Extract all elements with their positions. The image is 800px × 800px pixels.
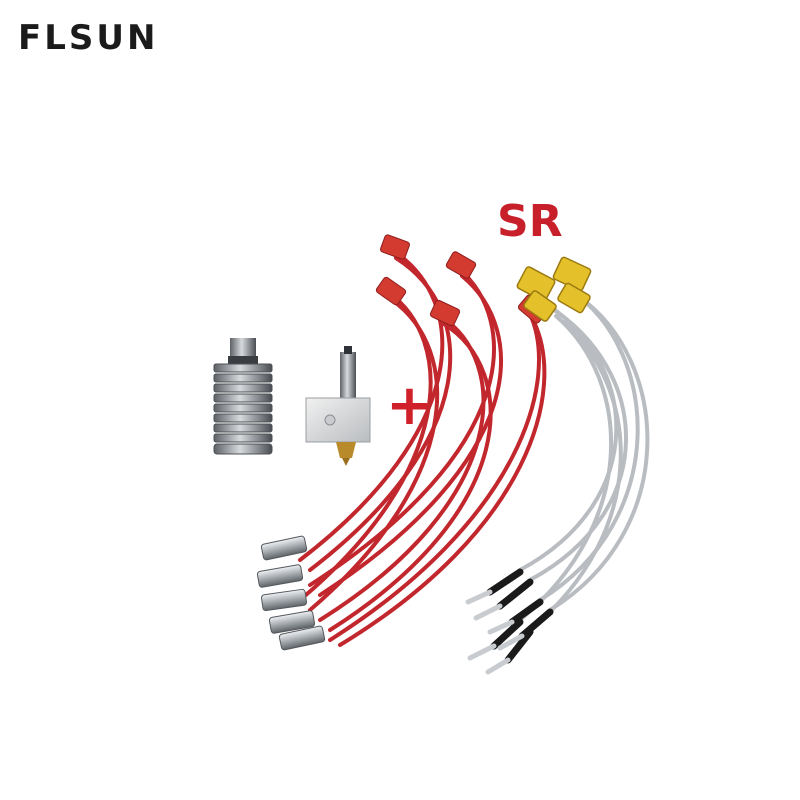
brand-logo: FLSUN — [18, 14, 158, 62]
heater-connectors — [375, 234, 549, 327]
heatsink — [213, 338, 273, 455]
heater-cartridges — [298, 248, 547, 647]
variant-label: SR — [497, 196, 563, 247]
thermistor-wires — [518, 288, 650, 632]
brand-wordmark: FLSUN — [18, 18, 159, 58]
thermistor-probes — [465, 568, 554, 675]
thermistor-connectors — [516, 256, 592, 322]
cartridge-heads — [256, 535, 326, 651]
plus-symbol: + — [386, 373, 433, 438]
heater-block — [305, 346, 371, 466]
